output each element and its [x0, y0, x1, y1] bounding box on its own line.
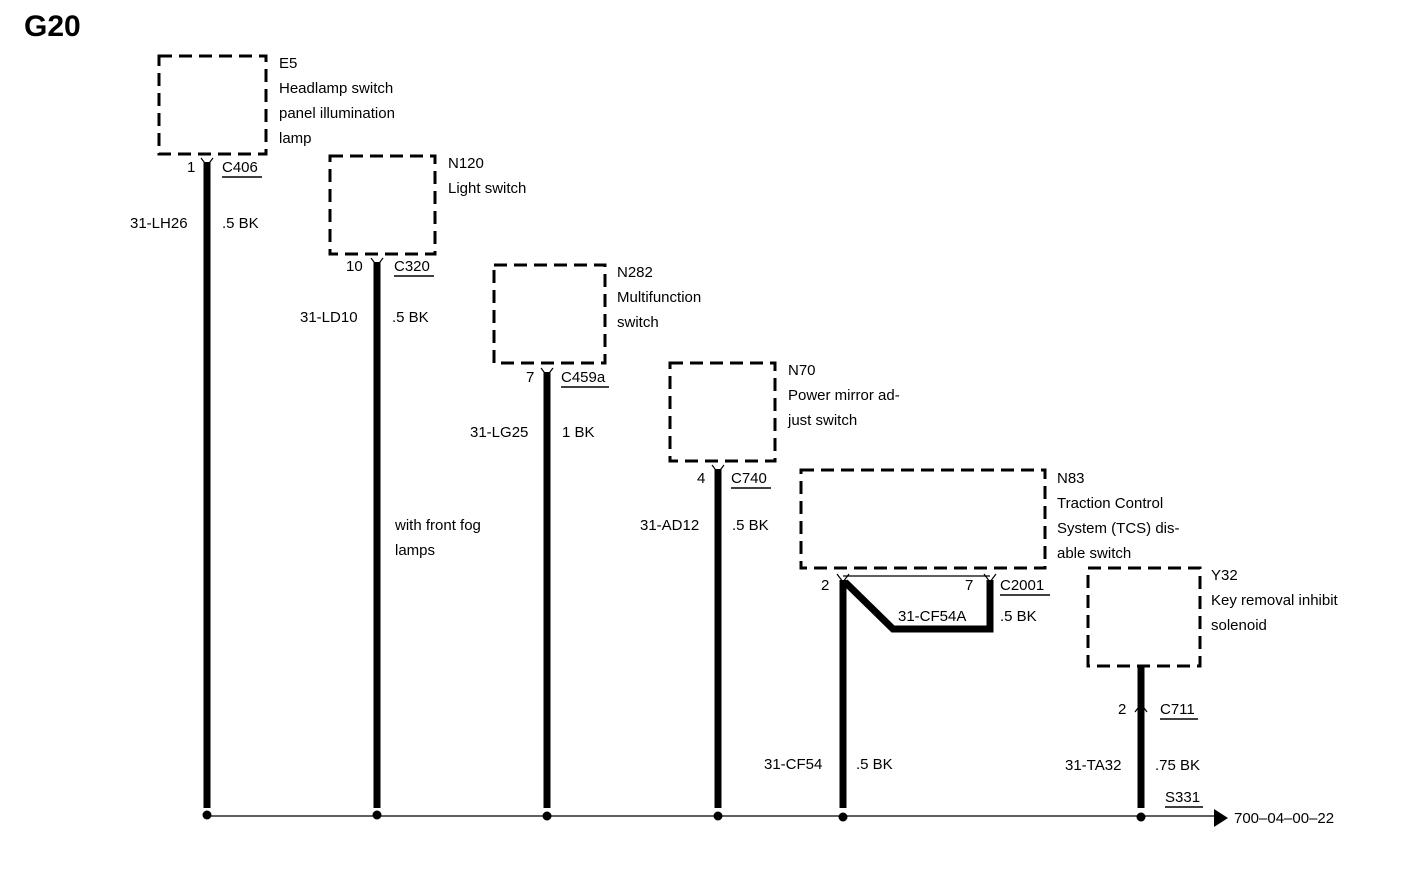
junction-dot — [202, 810, 212, 820]
connector-c320: 10 C320 — [346, 257, 434, 277]
component-y32-label-2: solenoid — [1211, 617, 1267, 634]
connector-c459a-pin: 7 — [526, 369, 534, 386]
junction-dot — [372, 810, 382, 820]
connector-c2001-pin-a: 2 — [821, 577, 829, 594]
component-n282: N282 Multifunction switch — [492, 263, 701, 365]
junction-dot — [542, 811, 552, 821]
junction-dot — [1136, 812, 1146, 822]
component-n120-id: N120 — [448, 155, 484, 172]
wire-31-cf54-code: 31-CF54 — [764, 756, 822, 773]
splice-label: S331 — [1165, 789, 1200, 806]
wire-31-ld10-spec: .5 BK — [392, 309, 429, 326]
component-y32: Y32 Key removal inhibit solenoid — [1086, 566, 1339, 668]
component-n70: N70 Power mirror ad- just switch — [668, 361, 900, 463]
component-y32-box — [1086, 566, 1202, 668]
component-e5: E5 Headlamp switch panel illumination la… — [157, 54, 395, 156]
wire-31-ta32-code: 31-TA32 — [1065, 757, 1121, 774]
component-e5-box — [157, 54, 268, 156]
component-n282-box — [492, 263, 607, 365]
component-n120-label-1: Light switch — [448, 180, 526, 197]
component-n83-id: N83 — [1057, 470, 1085, 487]
junction-dot — [838, 812, 848, 822]
wire-31-lg25-code: 31-LG25 — [470, 424, 528, 441]
component-y32-label-1: Key removal inhibit — [1211, 592, 1339, 609]
wire-31-lh26-code: 31-LH26 — [130, 215, 188, 232]
note-fog-line-2: lamps — [395, 542, 435, 559]
connector-c320-name: C320 — [394, 258, 430, 275]
wire-31-lh26-spec: .5 BK — [222, 215, 259, 232]
connector-c459a: 7 C459a — [526, 367, 609, 388]
connector-c711-name: C711 — [1160, 701, 1195, 718]
wire-31-lg25-spec: 1 BK — [562, 424, 595, 441]
component-e5-label-2: panel illumination — [279, 105, 395, 122]
arrow-right-icon — [1214, 809, 1228, 827]
wire-31-cf54a — [842, 579, 994, 633]
component-n83-label-3: able switch — [1057, 545, 1131, 562]
component-y32-id: Y32 — [1211, 567, 1238, 584]
wire-31-cf54-spec: .5 BK — [856, 756, 893, 773]
component-n120-box — [328, 154, 437, 256]
connector-c2001-name: C2001 — [1000, 577, 1044, 594]
diagram-title: G20 — [24, 10, 81, 43]
connector-c406-pin: 1 — [187, 159, 195, 176]
connector-c740-name: C740 — [731, 470, 767, 487]
component-n70-id: N70 — [788, 362, 816, 379]
connector-c711-pin: 2 — [1118, 701, 1126, 718]
component-n70-label-1: Power mirror ad- — [788, 387, 900, 404]
connector-c320-pin: 10 — [346, 258, 363, 275]
component-e5-label-3: lamp — [279, 130, 312, 147]
connector-c740-pin: 4 — [697, 470, 705, 487]
component-n83-label-2: System (TCS) dis- — [1057, 520, 1180, 537]
wire-31-cf54a-code: 31-CF54A — [898, 608, 966, 625]
component-e5-id: E5 — [279, 55, 297, 72]
connector-c406-name: C406 — [222, 159, 258, 176]
component-e5-label-1: Headlamp switch — [279, 80, 393, 97]
wire-31-cf54a-spec: .5 BK — [1000, 608, 1037, 625]
junction-dot — [713, 811, 723, 821]
connector-c459a-name: C459a — [561, 369, 606, 386]
connector-c711-symbol — [1134, 703, 1148, 713]
component-n83-label-1: Traction Control — [1057, 495, 1163, 512]
wire-31-ta32-spec: .75 BK — [1155, 757, 1200, 774]
component-n70-label-2: just switch — [787, 412, 857, 429]
connector-c2001-pin-b: 7 — [965, 577, 973, 594]
wire-31-ld10-code: 31-LD10 — [300, 309, 358, 326]
component-n70-box — [668, 361, 777, 463]
connector-c406: 1 C406 — [187, 157, 262, 178]
component-n282-label-2: switch — [617, 314, 659, 331]
wire-31-ad12-code: 31-AD12 — [640, 517, 699, 534]
note-fog-line-1: with front fog — [394, 517, 481, 534]
component-n83-box — [799, 468, 1047, 570]
component-n83: N83 Traction Control System (TCS) dis- a… — [799, 468, 1180, 570]
wire-31-ad12-spec: .5 BK — [732, 517, 769, 534]
component-n282-id: N282 — [617, 264, 653, 281]
connector-c740: 4 C740 — [697, 464, 771, 489]
reference-code: 700–04–00–22 — [1234, 810, 1334, 827]
component-n120: N120 Light switch — [328, 154, 526, 256]
connector-c711: 2 C711 — [1118, 701, 1198, 720]
component-n282-label-1: Multifunction — [617, 289, 701, 306]
